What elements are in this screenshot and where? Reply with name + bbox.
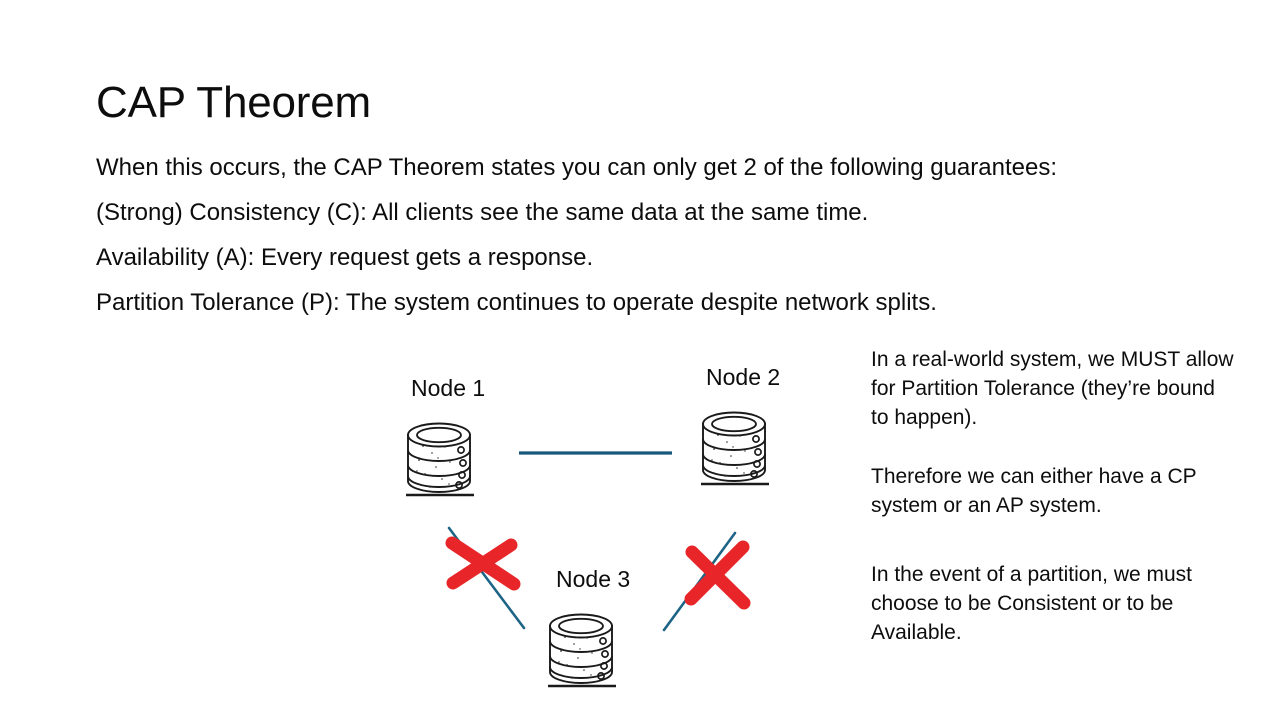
node-label-2: Node 2 (706, 364, 781, 390)
body-line-consistency: (Strong) Consistency (C): All clients se… (96, 199, 869, 226)
database-stack-icon-node1 (405, 413, 479, 504)
body-line-partition: Partition Tolerance (P): The system cont… (96, 289, 937, 316)
note-paragraph-choose-c-or-a: In the event of a partition, we must cho… (871, 562, 1193, 644)
red-x-icon-left (445, 536, 521, 591)
red-x-icon-right (684, 540, 751, 610)
network-diagram: Node 1 (380, 340, 850, 720)
node-label-3: Node 3 (556, 566, 631, 592)
page-title: CAP Theorem (96, 78, 371, 127)
database-stack-icon-node3 (547, 604, 621, 695)
body-line-availability: Availability (A): Every request gets a r… (96, 244, 594, 271)
body-text-block: When this occurs, the CAP Theorem states… (96, 156, 1246, 336)
note-paragraph-cp-or-ap: Therefore we can either have a CP system… (871, 464, 1197, 517)
note-paragraph-partition-tolerance: In a real-world system, we MUST allow fo… (871, 348, 1234, 429)
side-notes-block: In a real-world system, we MUST allow fo… (871, 346, 1237, 648)
node-label-1: Node 1 (411, 375, 486, 401)
diagram-connections-svg (445, 451, 751, 632)
body-line-intro: When this occurs, the CAP Theorem states… (96, 154, 1057, 181)
database-stack-icon-node2 (700, 402, 774, 493)
